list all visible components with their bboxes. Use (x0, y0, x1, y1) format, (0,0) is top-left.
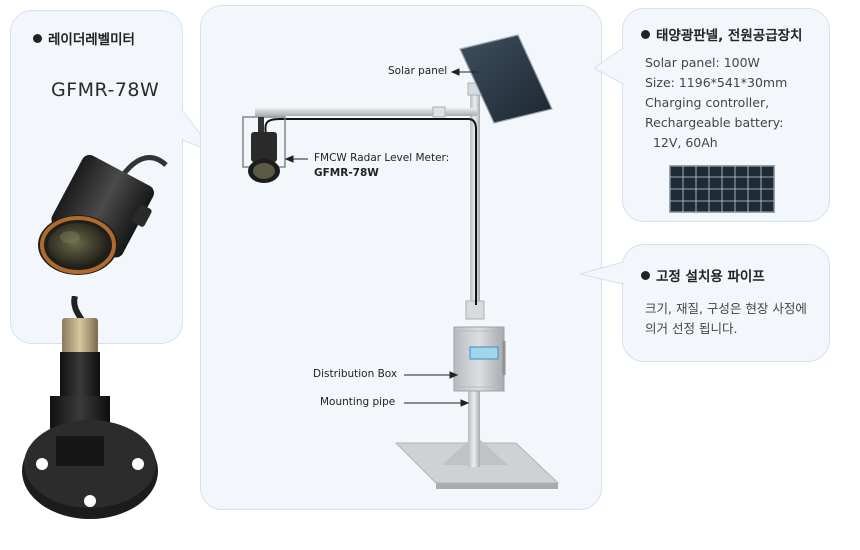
radar-meter-label-model: GFMR-78W (314, 166, 449, 181)
solar-power-title: 태양광판넬, 전원공급장치 (641, 24, 802, 44)
sensor-arm (255, 108, 477, 116)
mounting-pipe-label: Mounting pipe (320, 396, 396, 408)
radar-meter-title-text: 레이더레벨미터 (48, 32, 135, 48)
solar-panel-thumbnail (669, 165, 775, 213)
radar-sensor-shape (251, 132, 277, 162)
mounting-pipe-title: 고정 설치용 파이프 (641, 265, 765, 285)
distribution-box-display (469, 346, 499, 360)
radar-meter-label-line1: FMCW Radar Level Meter: (314, 152, 450, 164)
solar-panel-label: Solar panel (388, 65, 448, 77)
mounting-pipe (468, 385, 480, 467)
spec-line-2: Size: 1196*541*30mm (645, 75, 788, 90)
bullet-icon (641, 30, 650, 39)
distribution-box-label: Distribution Box (313, 368, 398, 380)
installation-diagram (242, 34, 560, 489)
spec-line-4: Rechargeable battery: (645, 115, 784, 130)
pipe-desc-line-2: 의거 선정 됩니다. (645, 321, 738, 336)
solar-card-pointer (594, 48, 624, 85)
pipe-desc-line-1: 크기, 재질, 구성은 현장 사정에 (645, 301, 807, 316)
radar-meter-label: FMCW Radar Level Meter: GFMR-78W (314, 151, 449, 181)
spec-line-5: 12V, 60Ah (645, 135, 718, 150)
bullet-icon (641, 271, 650, 280)
bullet-icon (33, 34, 42, 43)
radar-meter-label-model-text: GFMR-78W (314, 167, 379, 179)
pipe-card-pointer (580, 262, 624, 285)
solar-power-card: 태양광판넬, 전원공급장치 Solar panel: 100W Size: 11… (622, 8, 830, 222)
solar-panel-shape (459, 34, 553, 124)
flange-sensor-image (22, 296, 158, 519)
radar-sensor-image (38, 154, 168, 275)
radar-meter-model: GFMR-78W (51, 79, 160, 101)
solar-power-title-text: 태양광판넬, 전원공급장치 (656, 28, 803, 44)
radar-meter-title: 레이더레벨미터 (33, 28, 135, 48)
mounting-pipe-title-text: 고정 설치용 파이프 (656, 269, 765, 285)
spec-line-3: Charging controller, (645, 95, 770, 110)
mounting-pipe-card: 고정 설치용 파이프 크기, 재질, 구성은 현장 사정에 의거 선정 됩니다. (622, 244, 830, 362)
spec-line-1: Solar panel: 100W (645, 55, 760, 70)
